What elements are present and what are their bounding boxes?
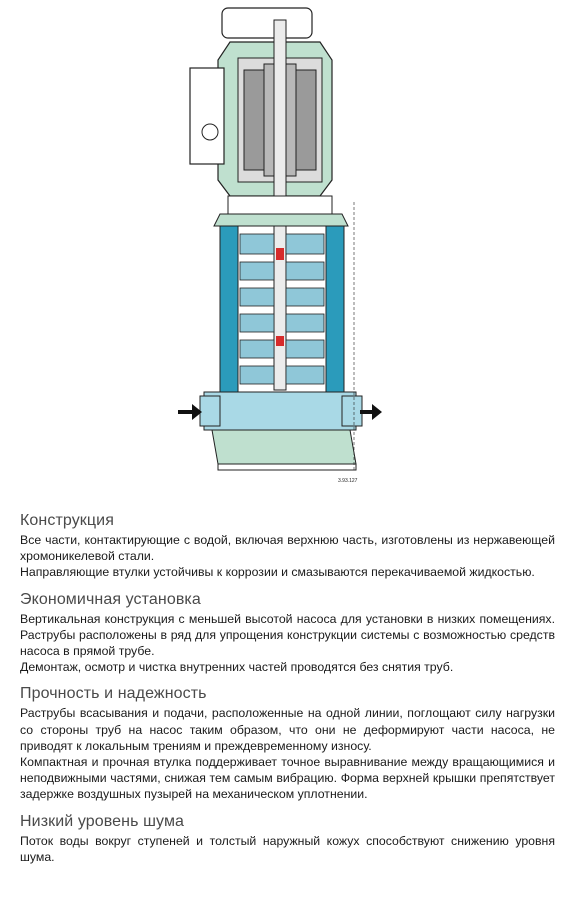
section-durability: Прочность и надежность Раструбы всасыван… [20,685,555,802]
section-paragraph: Все части, контактирующие с водой, включ… [20,533,555,564]
drawing-number-label: 3.93.127 [338,478,358,484]
section-paragraph: Демонтаж, осмотр и чистка внутренних час… [20,660,454,675]
section-low-noise: Низкий уровень шума Поток воды вокруг ст… [20,813,555,865]
section-paragraph: Раструбы всасывания и подачи, расположен… [20,706,555,753]
section-construction: Конструкция Все части, контактирующие с … [20,512,555,581]
pump-cutaway-drawing: 3.93.127 [178,7,382,484]
text-content: Конструкция Все части, контактирующие с … [20,512,555,875]
section-heading: Экономичная установка [20,590,201,608]
section-paragraph: Вертикальная конструкция с меньшей высот… [20,611,555,659]
section-paragraph: Направляющие втулки устойчивы к коррозии… [20,565,535,580]
section-heading: Низкий уровень шума [20,812,185,830]
section-paragraph: Компактная и прочная втулка поддерживает… [20,755,555,802]
pump-cross-section-figure: 3.93.127 [160,0,390,490]
section-economic-installation: Экономичная установка Вертикальная конст… [20,591,555,676]
section-heading: Прочность и надежность [20,685,207,703]
section-paragraph: Поток воды вокруг ступеней и толстый нар… [20,833,555,864]
section-heading: Конструкция [20,512,114,529]
